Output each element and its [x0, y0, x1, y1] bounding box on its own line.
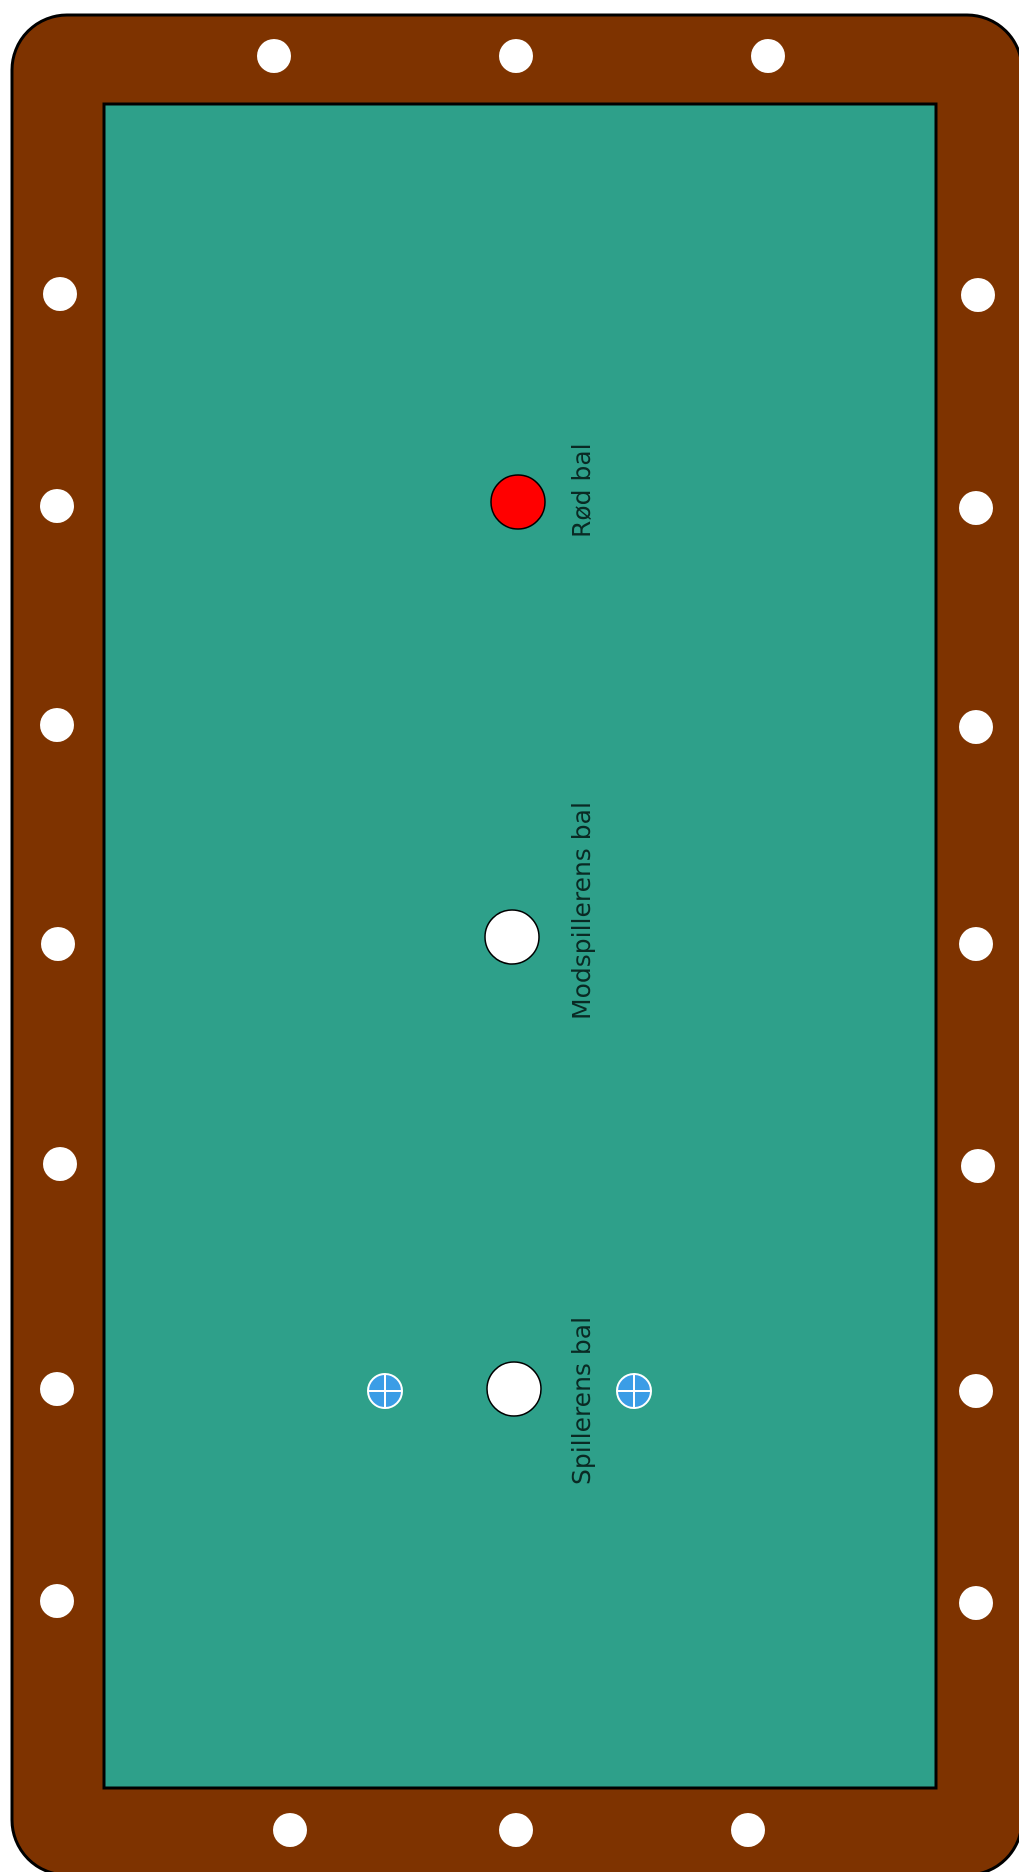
- rail-diamond: [273, 1813, 307, 1847]
- player-ball: [487, 1362, 541, 1416]
- rail-diamond: [499, 1813, 533, 1847]
- opponent-ball-label: Modspillerens bal: [567, 802, 596, 1020]
- rail-diamond: [961, 1149, 995, 1183]
- rail-diamond: [257, 39, 291, 73]
- rail-diamond: [959, 491, 993, 525]
- rail-diamond: [499, 39, 533, 73]
- rail-diamond: [751, 39, 785, 73]
- rail-diamond: [40, 708, 74, 742]
- crosshair-circle-icon: [617, 1374, 651, 1408]
- opponent-ball: [485, 910, 539, 964]
- rail-diamond: [41, 927, 75, 961]
- crosshair-circle-icon: [368, 1374, 402, 1408]
- red-ball: [491, 475, 545, 529]
- rail-diamond: [959, 710, 993, 744]
- rail-diamond: [961, 278, 995, 312]
- rail-diamond: [43, 277, 77, 311]
- red-ball-label: Rød bal: [567, 443, 596, 538]
- rail-diamond: [959, 1586, 993, 1620]
- rail-diamond: [731, 1813, 765, 1847]
- rail-diamond: [40, 1372, 74, 1406]
- rail-diamond: [43, 1147, 77, 1181]
- rail-diamond: [40, 1584, 74, 1618]
- player-ball-label: Spillerens bal: [567, 1317, 596, 1485]
- rail-diamond: [40, 489, 74, 523]
- rail-diamond: [959, 927, 993, 961]
- rail-diamond: [959, 1374, 993, 1408]
